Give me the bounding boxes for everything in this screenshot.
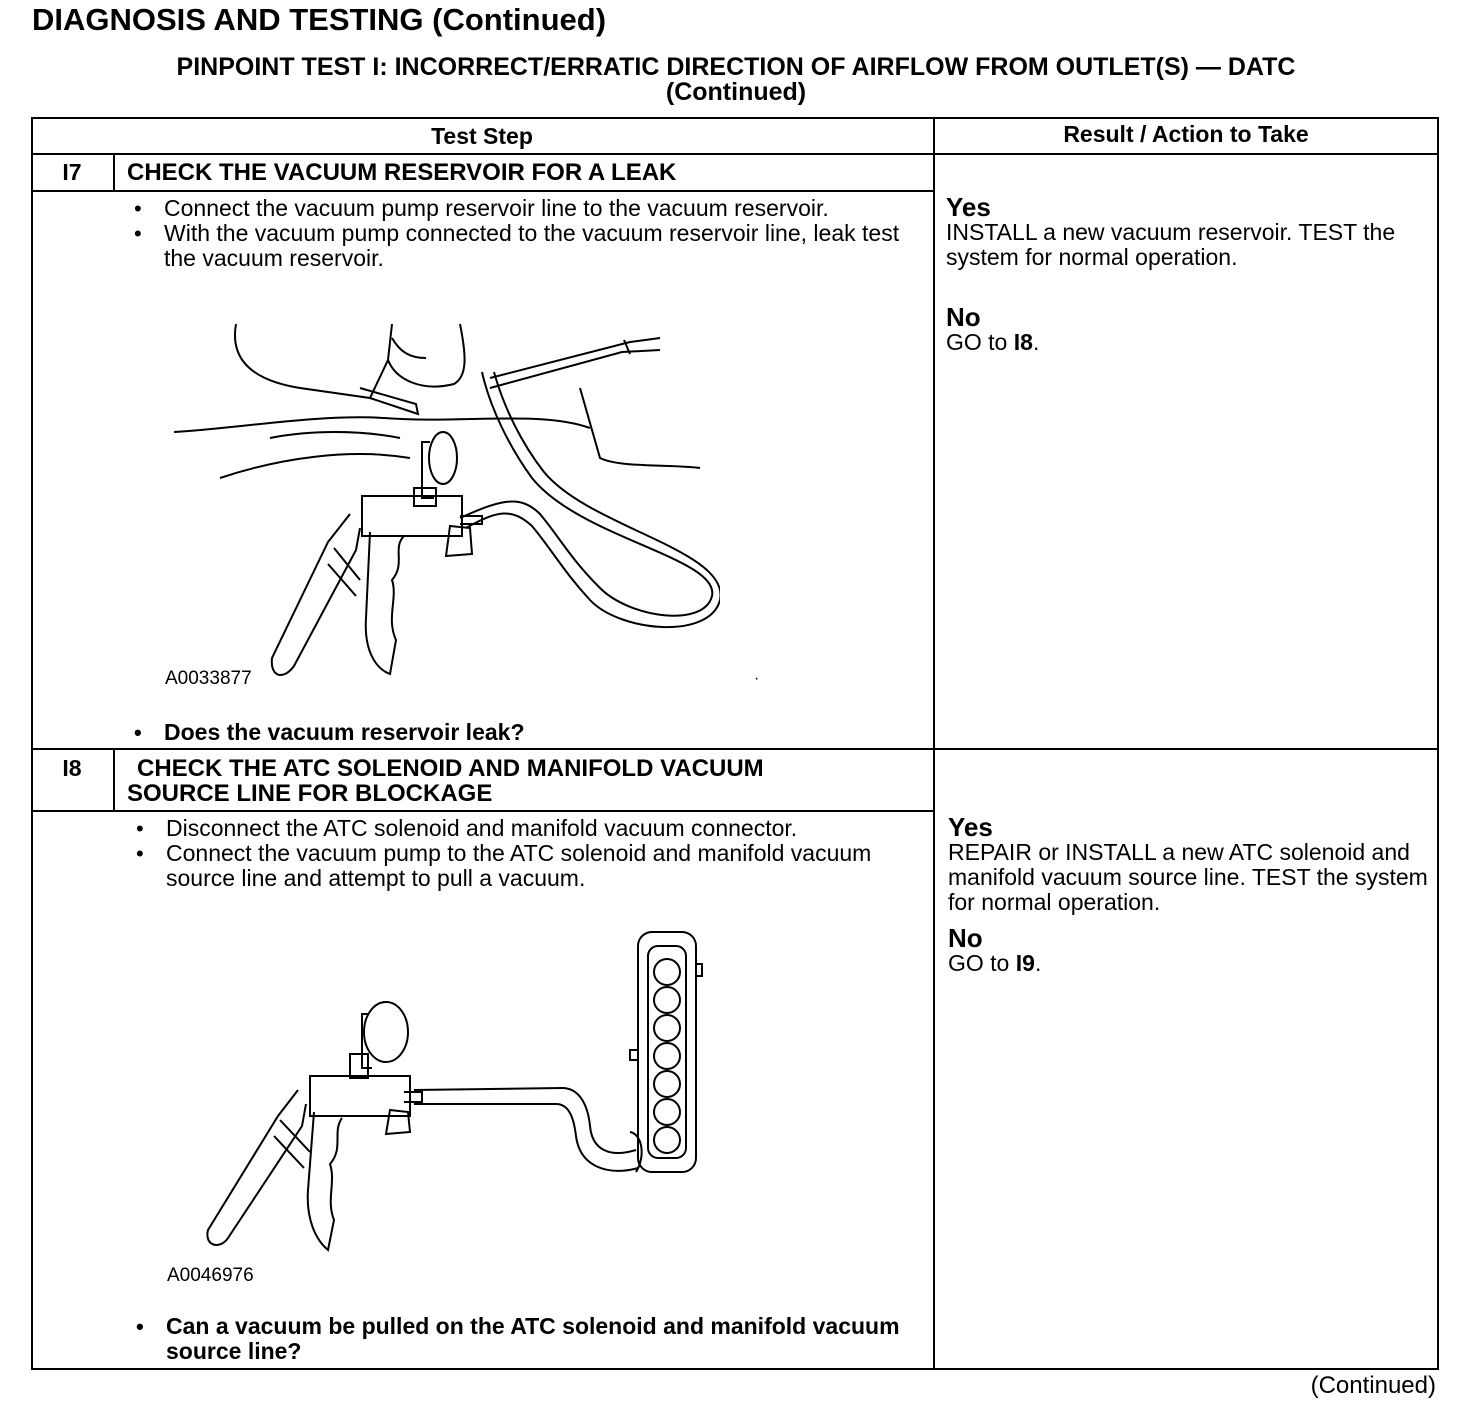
vacuum-reservoir-illustration bbox=[173, 323, 720, 676]
step-i8-result: Yes REPAIR or INSTALL a new ATC solenoid… bbox=[948, 814, 1428, 976]
column-header-test-step: Test Step bbox=[431, 123, 533, 149]
step-i8-number-divider bbox=[113, 748, 115, 812]
yes-label: Yes bbox=[948, 812, 993, 842]
step-i7-instructions: Connect the vacuum pump reservoir line t… bbox=[126, 196, 906, 271]
footer-continued: (Continued) bbox=[1310, 1372, 1436, 1399]
list-item: With the vacuum pump connected to the va… bbox=[126, 221, 906, 271]
list-item: Can a vacuum be pulled on the ATC soleno… bbox=[128, 1314, 918, 1364]
page-title: DIAGNOSIS AND TESTING (Continued) bbox=[32, 2, 607, 37]
step-i8-heading-divider bbox=[31, 810, 935, 812]
atc-solenoid-illustration bbox=[206, 931, 703, 1252]
header-row-divider bbox=[31, 153, 1439, 155]
step-i7-number-divider bbox=[113, 153, 115, 191]
step-i7-result: Yes INSTALL a new vacuum reservoir. TEST… bbox=[946, 194, 1426, 355]
step-heading-i8: CHECK THE ATC SOLENOID AND MANIFOLD VACU… bbox=[127, 755, 764, 807]
step-i7-heading-divider bbox=[31, 190, 935, 192]
list-item: Connect the vacuum pump reservoir line t… bbox=[126, 196, 906, 222]
go-to-step-link[interactable]: I8 bbox=[1013, 329, 1033, 355]
list-item: Does the vacuum reservoir leak? bbox=[126, 720, 906, 746]
no-action: GO to I8. bbox=[946, 329, 1040, 355]
step-i8-question: Can a vacuum be pulled on the ATC soleno… bbox=[128, 1314, 918, 1364]
step-number-i7: I7 bbox=[62, 159, 82, 185]
pinpoint-test-title: PINPOINT TEST I: INCORRECT/ERRATIC DIREC… bbox=[60, 55, 1412, 105]
yes-action: INSTALL a new vacuum reservoir. TEST the… bbox=[946, 219, 1396, 270]
yes-action: REPAIR or INSTALL a new ATC solenoid and… bbox=[948, 839, 1428, 915]
step-number-i8: I8 bbox=[62, 755, 82, 781]
figure-code-i7: A0033877 bbox=[165, 668, 252, 689]
list-item: Disconnect the ATC solenoid and manifold… bbox=[128, 816, 908, 842]
step-i8-instructions: Disconnect the ATC solenoid and manifold… bbox=[128, 816, 908, 891]
step-heading-i7: CHECK THE VACUUM RESERVOIR FOR A LEAK bbox=[127, 159, 677, 186]
list-item: Connect the vacuum pump to the ATC solen… bbox=[128, 841, 908, 891]
test-title-line-2: (Continued) bbox=[665, 78, 807, 106]
no-action: GO to I9. bbox=[948, 950, 1042, 976]
no-label: No bbox=[948, 923, 983, 953]
col-divider bbox=[933, 117, 935, 1370]
figure-dot: · bbox=[754, 670, 760, 687]
yes-label: Yes bbox=[946, 192, 991, 222]
go-to-step-link[interactable]: I9 bbox=[1015, 950, 1035, 976]
column-header-result: Result / Action to Take bbox=[1063, 121, 1309, 147]
step-i7-question: Does the vacuum reservoir leak? bbox=[126, 720, 906, 746]
table-frame bbox=[31, 117, 1439, 1370]
figure-code-i8: A0046976 bbox=[167, 1265, 254, 1286]
step-divider bbox=[31, 748, 1439, 750]
test-title-line-1: PINPOINT TEST I: INCORRECT/ERRATIC DIREC… bbox=[176, 53, 1296, 81]
no-label: No bbox=[946, 302, 981, 332]
